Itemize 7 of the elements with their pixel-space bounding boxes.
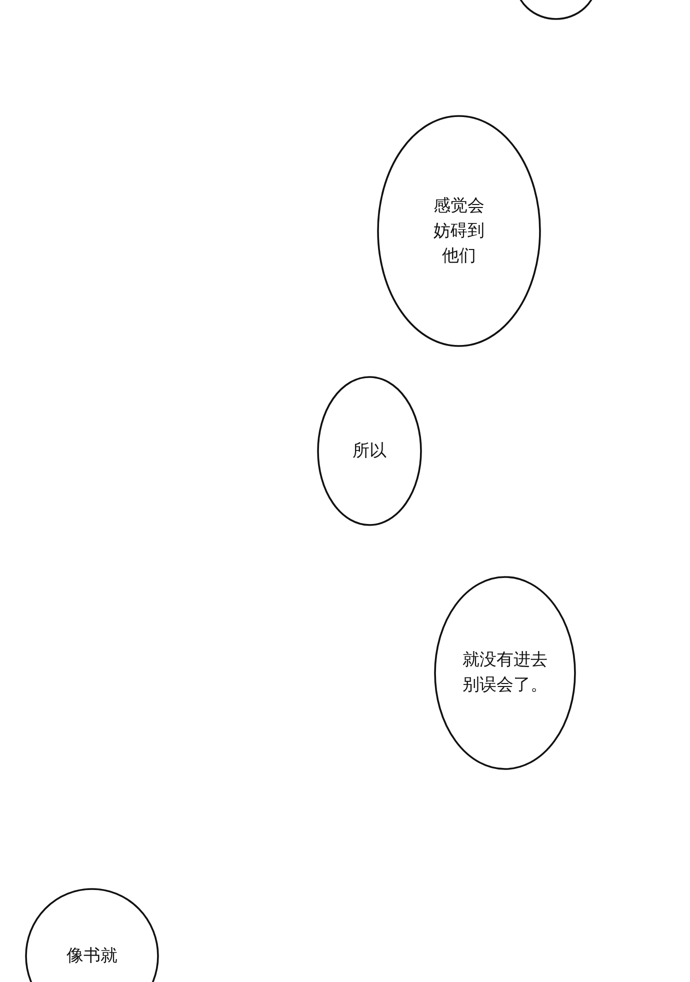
bubble-text: 感觉会妨碍到他们 xyxy=(432,194,486,268)
bubble-text: 所以 xyxy=(352,440,388,462)
speech-bubble xyxy=(317,376,422,526)
bubble-text: 像书就 xyxy=(66,944,118,968)
speech-bubble xyxy=(377,115,541,347)
speech-bubble xyxy=(434,576,576,770)
bubble-text: 就没有进去别误会了。 xyxy=(462,649,548,697)
